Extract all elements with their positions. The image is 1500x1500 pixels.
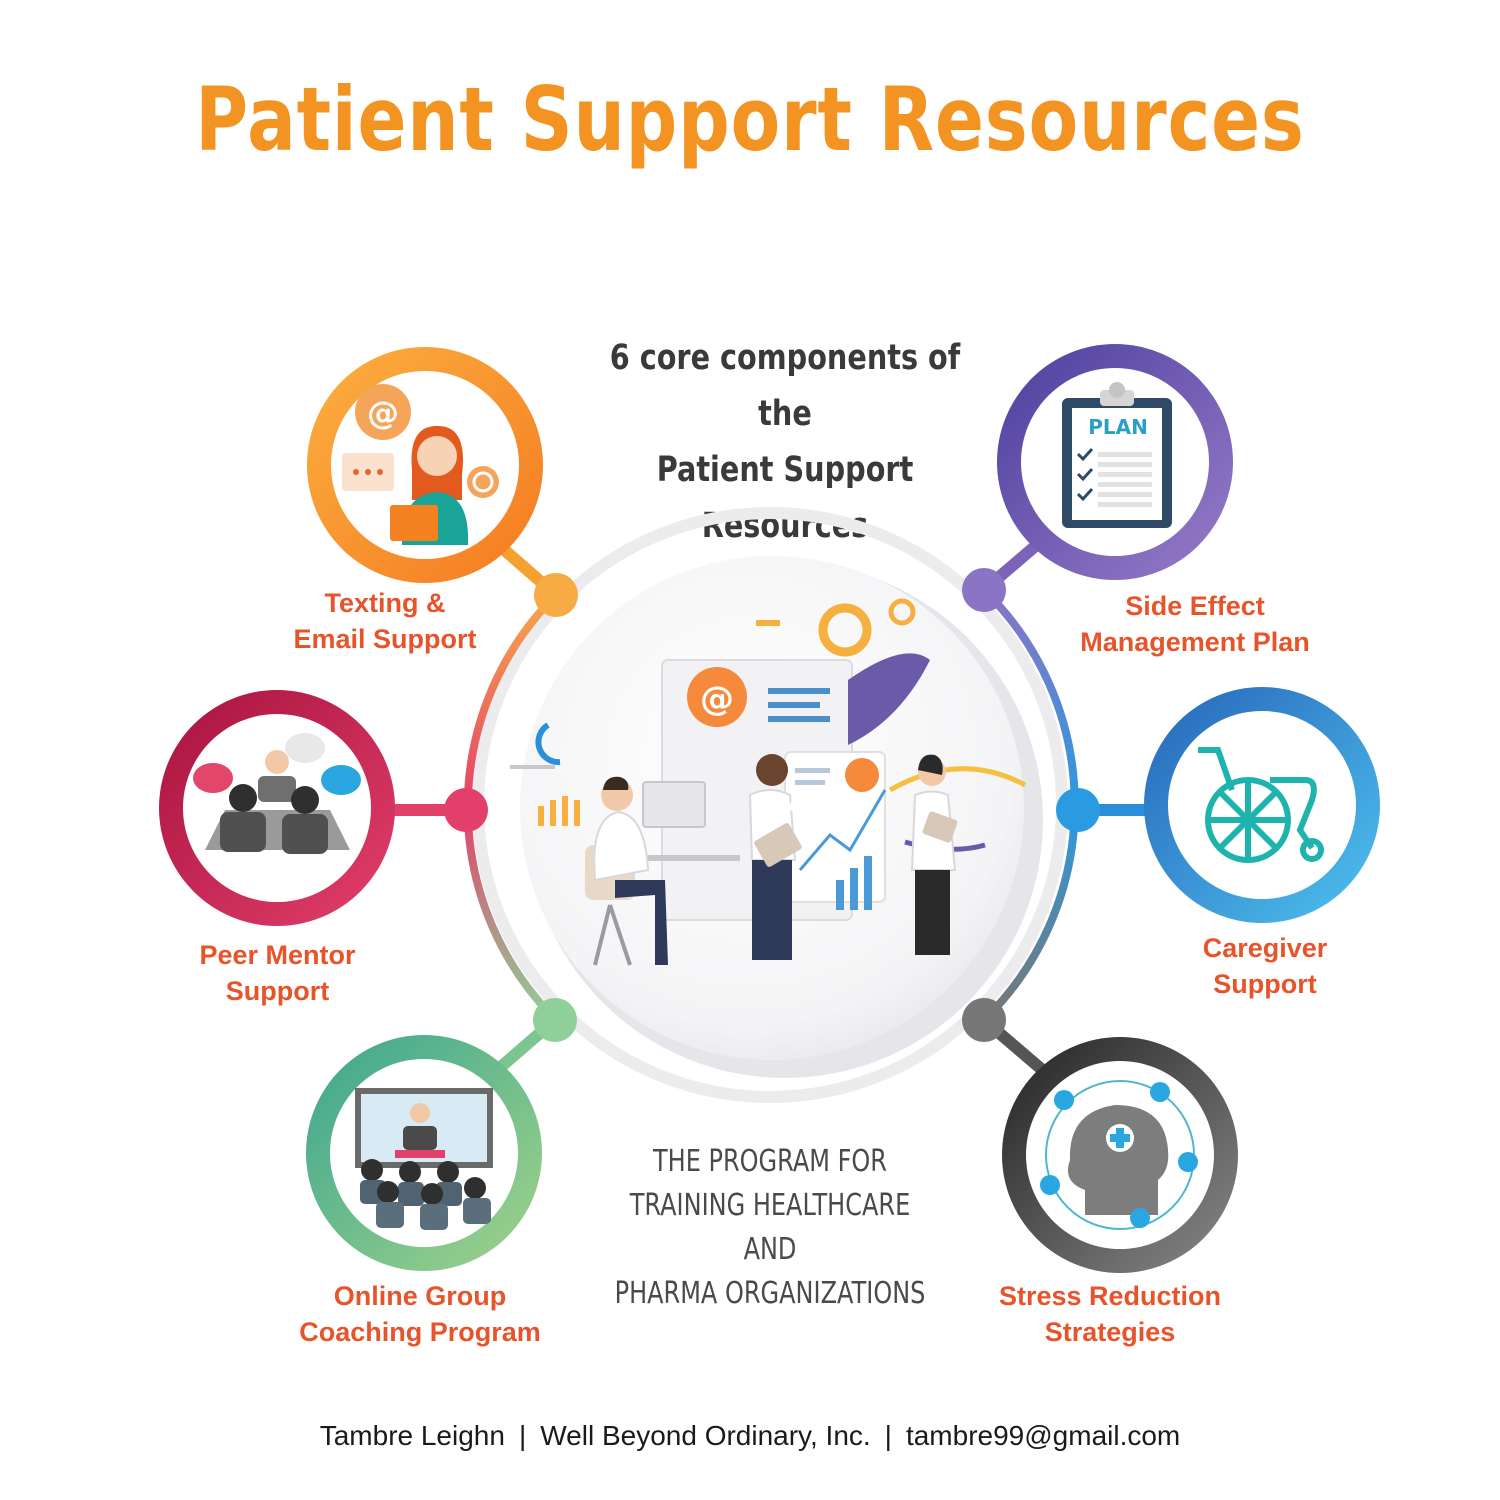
node-plan (962, 568, 1006, 612)
label-texting: Texting & Email Support (293, 588, 477, 654)
leaf-shape (848, 653, 930, 745)
plan-clipboard-icon: PLAN (1062, 382, 1172, 528)
center-illustration: @ (510, 598, 1027, 966)
node-online (533, 998, 577, 1042)
node-peer (444, 788, 488, 832)
footer-separator: | (518, 1420, 527, 1451)
subtitle: 6 core components of the Patient Support… (584, 330, 986, 554)
at-badge-icon (687, 667, 747, 727)
wheelchair-icon (1198, 747, 1324, 863)
svg-text:@: @ (367, 394, 399, 432)
gear-icon (818, 603, 872, 657)
peer-mentor-icon (193, 733, 361, 854)
program-description: THE PROGRAM FOR TRAINING HEALTHCARE AND … (614, 1144, 926, 1311)
component-online-group (306, 1035, 542, 1271)
label-online-group: Online Group Coaching Program (299, 1281, 541, 1347)
component-caregiver (1144, 687, 1380, 923)
label-peer-mentor: Peer Mentor Support (199, 940, 356, 1006)
head-mind-icon (1040, 1080, 1198, 1230)
subtitle-line-1: 6 core components of the (609, 338, 961, 434)
label-stress-reduction: Stress Reduction Strategies (998, 1281, 1222, 1347)
footer-separator: | (884, 1420, 892, 1451)
clipboard-plan-text: PLAN (1088, 415, 1148, 439)
svg-text:@: @ (700, 679, 734, 719)
phone-badge-icon (845, 758, 879, 792)
component-stress-reduction (1002, 1037, 1238, 1273)
page-title: Patient Support Resources (195, 68, 1305, 171)
node-caregiver (1056, 788, 1100, 832)
label-caregiver: Caregiver Support (1202, 933, 1328, 999)
component-texting: @ (307, 347, 543, 583)
node-stress (962, 998, 1006, 1042)
label-side-effect: Side Effect Management Plan (1080, 591, 1310, 657)
small-gear-icon (888, 598, 916, 626)
footer-email[interactable]: tambre99@gmail.com (905, 1420, 1181, 1451)
footer-company: Well Beyond Ordinary, Inc. (540, 1420, 871, 1451)
node-texting (534, 573, 578, 617)
email-support-icon: @ (342, 384, 499, 545)
online-coaching-icon (355, 1088, 493, 1230)
footer: Tambre Leighn | Well Beyond Ordinary, Inc.… (0, 1420, 1500, 1452)
footer-name: Tambre Leighn (319, 1420, 505, 1451)
component-peer-mentor (159, 690, 395, 926)
component-side-effect-plan: PLAN (997, 344, 1233, 580)
